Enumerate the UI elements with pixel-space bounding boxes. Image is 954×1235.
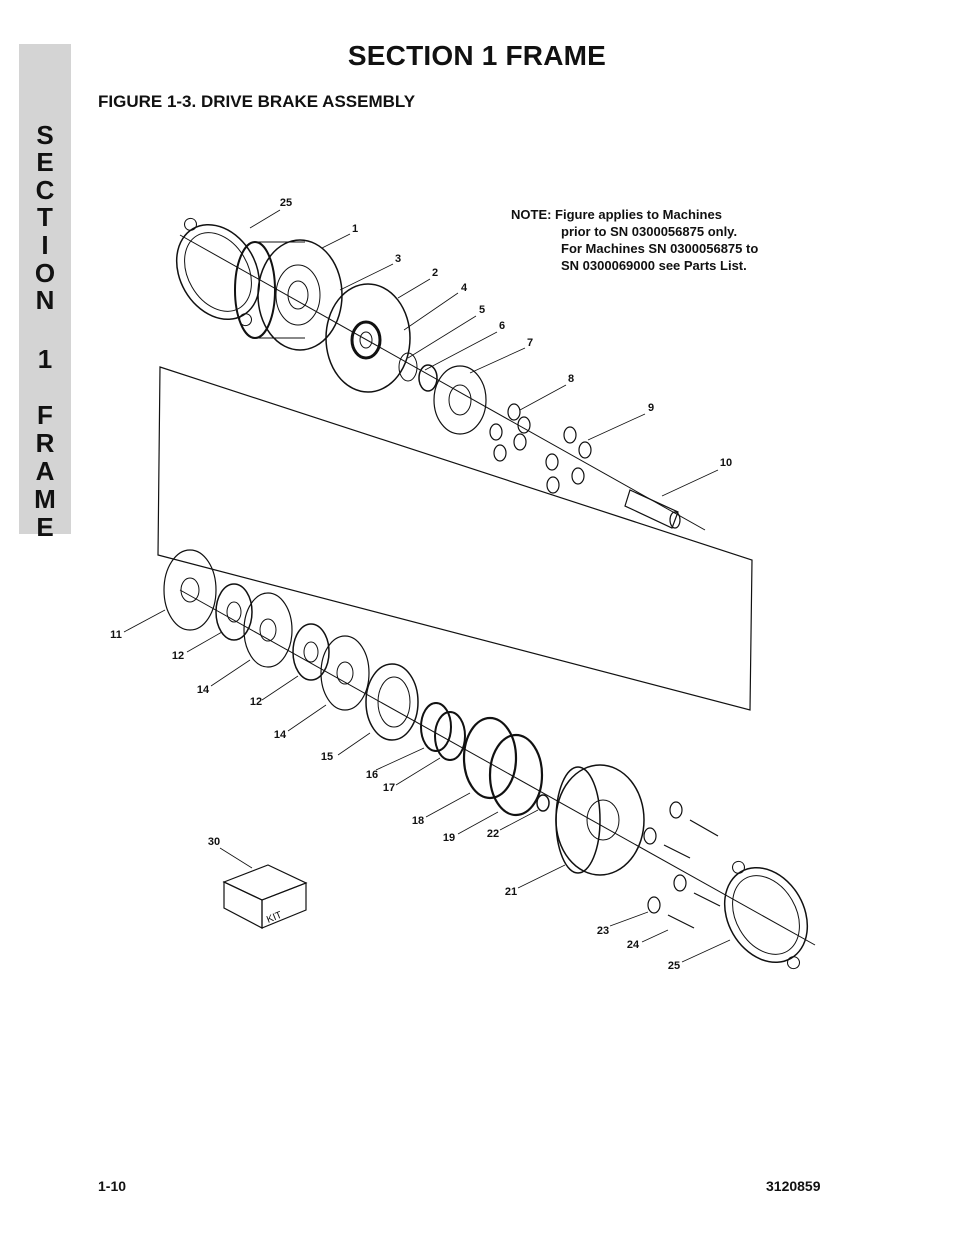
o-ring-16: [420, 702, 452, 752]
o-ring-17: [434, 711, 466, 761]
piston-15-inner: [377, 676, 411, 728]
callout-12-second: 12: [249, 696, 263, 708]
callout-18: 18: [411, 815, 425, 827]
spring-plate-7: [433, 365, 487, 435]
callout-5: 5: [478, 304, 486, 316]
callout-1: 1: [351, 223, 359, 235]
callout-12-first: 12: [171, 650, 185, 662]
tab-letter: E: [36, 512, 54, 542]
shaft-10: [624, 489, 681, 529]
stator-11: [163, 549, 217, 631]
tab-letter: E: [36, 147, 54, 177]
callout-30: 30: [207, 836, 221, 848]
stator-14a: [243, 592, 293, 668]
page-number: 1-10: [98, 1178, 127, 1194]
tab-letter: 1: [37, 344, 53, 374]
callout-6: 6: [498, 320, 506, 332]
rotor-12b-hub: [303, 641, 319, 663]
tab-letter: N: [35, 285, 55, 315]
bolt-hardware: [643, 801, 721, 929]
gasket-top: [175, 217, 261, 327]
plug-22: [536, 794, 550, 812]
callout-23: 23: [596, 925, 610, 937]
upper-axis-line: [179, 234, 706, 531]
tab-letter: I: [41, 230, 49, 260]
callout-16: 16: [365, 769, 379, 781]
tab-letter: C: [35, 175, 55, 205]
stator-14a-hole: [259, 618, 277, 642]
stator-11-hole: [180, 577, 200, 603]
snap-ring: [398, 352, 418, 382]
kit-box-30: [222, 864, 308, 929]
ring-5: [418, 364, 438, 392]
leader-lines: [123, 209, 731, 963]
kit-label: KIT: [265, 910, 284, 926]
tab-letter: O: [34, 258, 56, 288]
o-ring-18: [462, 716, 518, 800]
piston-15: [365, 663, 419, 741]
tab-letter: S: [36, 120, 54, 150]
housing-21: [555, 764, 645, 876]
note-line: SN 0300069000 see Parts List.: [561, 258, 747, 273]
tab-letter: T: [37, 202, 53, 232]
tab-letter: A: [35, 456, 55, 486]
gasket-bottom: [723, 860, 809, 970]
callout-22: 22: [486, 828, 500, 840]
callout-3: 3: [394, 253, 402, 265]
callout-14-first: 14: [196, 684, 210, 696]
plate-3: [325, 283, 411, 393]
callout-2: 2: [431, 267, 439, 279]
rotor-12a-hub: [226, 601, 242, 623]
callout-19: 19: [442, 832, 456, 844]
rotor-12b: [292, 623, 330, 681]
callout-15: 15: [320, 751, 334, 763]
rotor-12a: [215, 583, 253, 641]
callout-21: 21: [504, 886, 518, 898]
note-line: For Machines SN 0300056875 to: [561, 241, 759, 256]
o-ring-19: [488, 733, 544, 817]
callout-9: 9: [647, 402, 655, 414]
exploded-view-frame: [157, 366, 753, 711]
callout-25-top: 25: [279, 197, 293, 209]
note-line: prior to SN 0300056875 only.: [561, 224, 738, 239]
callout-17: 17: [382, 782, 396, 794]
side-section-tab: S E C T I O N 1 F R A M E: [19, 44, 71, 540]
note-line: NOTE: Figure applies to Machines: [511, 207, 722, 222]
stator-14b-hole: [336, 661, 354, 685]
figure-title: FIGURE 1-3. DRIVE BRAKE ASSEMBLY: [98, 92, 416, 111]
springs-8: [489, 403, 531, 462]
callout-25-bottom: 25: [667, 960, 681, 972]
callout-7: 7: [526, 337, 534, 349]
tab-letter: R: [35, 428, 55, 458]
callout-8: 8: [567, 373, 575, 385]
tab-letter: M: [34, 484, 56, 514]
lower-axis-line: [179, 589, 816, 946]
tab-letter: F: [37, 400, 53, 430]
stator-14b: [320, 635, 370, 711]
callout-4: 4: [460, 282, 468, 294]
figure-note: NOTE: Figure applies to Machines prior t…: [511, 206, 758, 274]
callout-14-second: 14: [273, 729, 287, 741]
callout-10: 10: [719, 457, 733, 469]
callout-11: 11: [110, 629, 122, 641]
callout-24: 24: [626, 939, 640, 951]
document-number: 3120859: [766, 1178, 821, 1194]
section-title: SECTION 1 FRAME: [347, 40, 607, 71]
springs-9: [545, 426, 592, 494]
